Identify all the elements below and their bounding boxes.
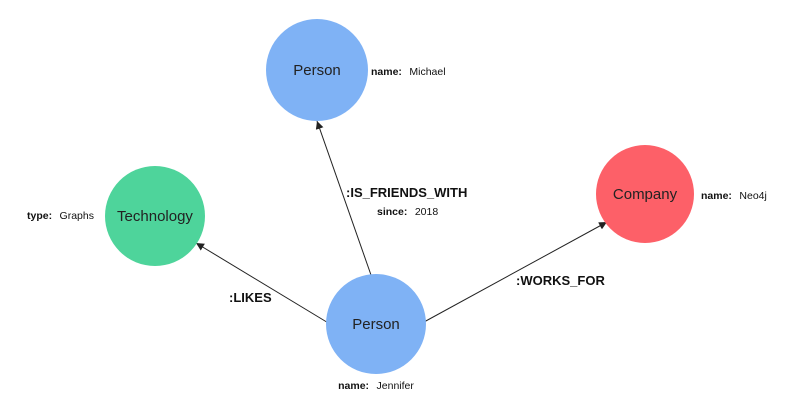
property-key: name: [371, 66, 402, 78]
likes-label: :LIKES [229, 290, 272, 305]
technology-property: type: Graphs [27, 206, 94, 223]
node-person-michael[interactable]: Person [266, 19, 368, 121]
node-circle[interactable] [266, 19, 368, 121]
node-circle[interactable] [326, 274, 426, 374]
property-value: Michael [409, 66, 445, 78]
node-technology[interactable]: Technology [105, 166, 205, 266]
node-label: Technology [117, 208, 193, 225]
property-value: Graphs [60, 210, 94, 222]
node-label: Person [293, 62, 341, 79]
relationship-works-for[interactable]: :WORKS_FOR [423, 221, 608, 323]
node-circle[interactable] [596, 145, 694, 243]
works-for-edge[interactable] [423, 221, 608, 323]
node-company[interactable]: Company [596, 145, 694, 243]
is-friends-with-property: since: 2018 [377, 202, 438, 219]
node-person-jennifer[interactable]: Person [326, 274, 426, 374]
relationship-likes[interactable]: :LIKES [195, 242, 331, 325]
since-key: since: [377, 206, 407, 218]
jennifer-property: name: Jennifer [338, 376, 414, 393]
property-key: name: [701, 190, 732, 202]
property-value: Neo4j [739, 190, 766, 202]
property-key: name: [338, 380, 369, 392]
likes-edge[interactable] [195, 242, 331, 325]
node-label: Company [613, 186, 678, 203]
property-value: Jennifer [377, 380, 415, 392]
since-value: 2018 [415, 206, 439, 218]
company-property: name: Neo4j [701, 186, 767, 203]
works-for-label: :WORKS_FOR [516, 273, 605, 288]
node-circle[interactable] [105, 166, 205, 266]
is-friends-with-edge[interactable] [315, 120, 372, 276]
michael-property: name: Michael [371, 62, 446, 79]
property-key: type: [27, 210, 52, 222]
relationship-is-friends-with[interactable]: :IS_FRIENDS_WITH since: 2018 [315, 120, 467, 276]
node-label: Person [352, 316, 400, 333]
is-friends-with-label: :IS_FRIENDS_WITH [346, 185, 467, 200]
